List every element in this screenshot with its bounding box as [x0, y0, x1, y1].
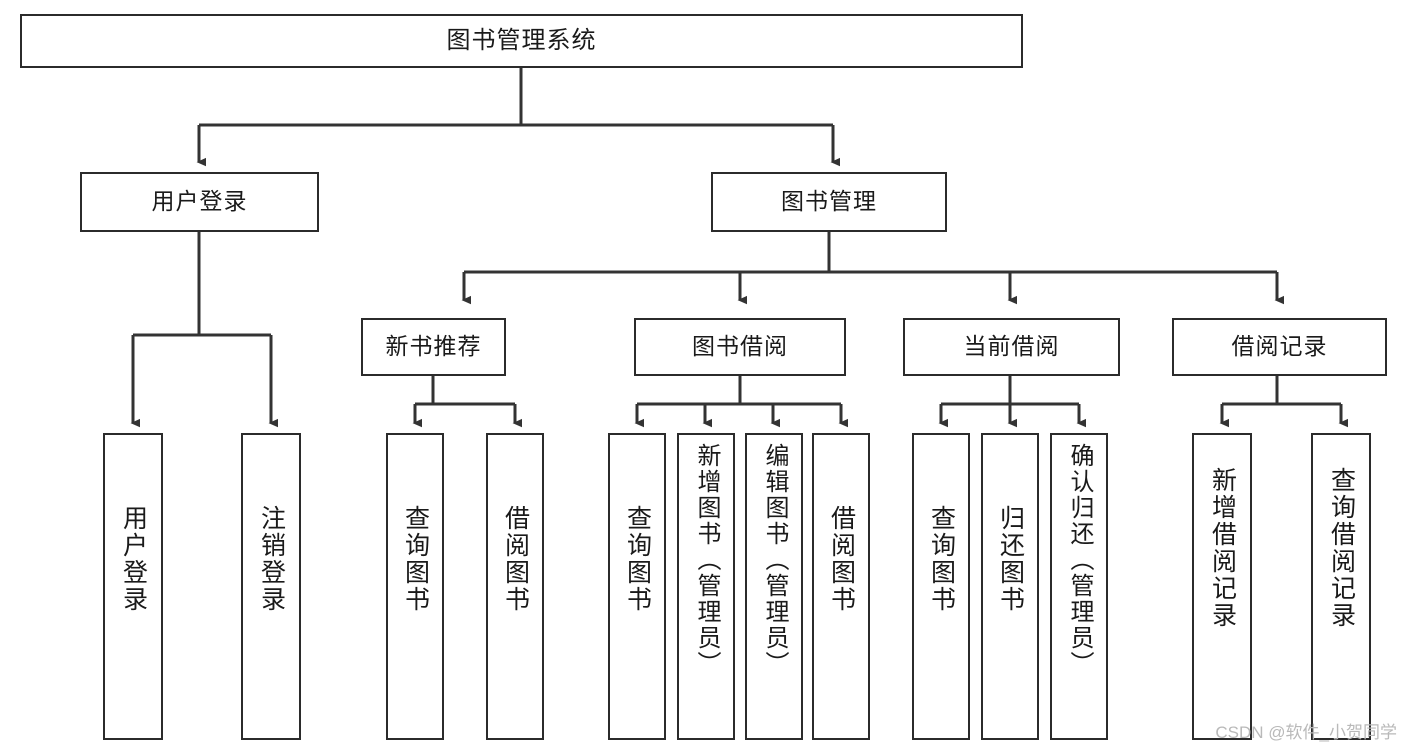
node-label: 用户登录: [151, 188, 248, 215]
leaf-confirm-return[interactable]: 确认归还（管理员）: [1050, 433, 1108, 740]
node-label: 借阅图书: [827, 505, 856, 613]
leaf-query-book-2[interactable]: 查询图书: [608, 433, 666, 740]
node-label: 查询图书: [623, 505, 652, 613]
node-label: 查询图书: [401, 505, 430, 613]
node-root-system[interactable]: 图书管理系统: [20, 14, 1023, 68]
node-label: 借阅图书: [501, 505, 530, 613]
node-book-manage[interactable]: 图书管理: [711, 172, 947, 232]
leaf-logout-login[interactable]: 注销登录: [241, 433, 301, 740]
node-new-book-recommend[interactable]: 新书推荐: [361, 318, 506, 376]
node-user-login[interactable]: 用户登录: [80, 172, 319, 232]
leaf-edit-book[interactable]: 编辑图书（管理员）: [745, 433, 803, 740]
leaf-return-book[interactable]: 归还图书: [981, 433, 1039, 740]
node-label: 借阅记录: [1231, 333, 1328, 360]
node-label: 新书推荐: [385, 333, 482, 360]
leaf-add-book[interactable]: 新增图书（管理员）: [677, 433, 735, 740]
leaf-query-book-3[interactable]: 查询图书: [912, 433, 970, 740]
leaf-query-record[interactable]: 查询借阅记录: [1311, 433, 1371, 740]
leaf-query-book-1[interactable]: 查询图书: [386, 433, 444, 740]
node-label: 图书借阅: [692, 333, 788, 360]
leaf-add-record[interactable]: 新增借阅记录: [1192, 433, 1252, 740]
node-label: 当前借阅: [963, 333, 1060, 360]
node-label: 新增图书（管理员）: [692, 443, 720, 677]
leaf-borrow-book-1[interactable]: 借阅图书: [486, 433, 544, 740]
leaf-user-login[interactable]: 用户登录: [103, 433, 163, 740]
node-label: 注销登录: [257, 505, 286, 613]
node-label: 确认归还（管理员）: [1065, 443, 1093, 677]
csdn-watermark: CSDN @软件_小贺同学: [1215, 723, 1397, 742]
node-label: 查询借阅记录: [1327, 467, 1356, 629]
node-borrow-record[interactable]: 借阅记录: [1172, 318, 1387, 376]
node-label: 用户登录: [119, 505, 148, 613]
node-label: 编辑图书（管理员）: [760, 443, 788, 677]
node-current-borrow[interactable]: 当前借阅: [903, 318, 1120, 376]
node-book-borrow[interactable]: 图书借阅: [634, 318, 846, 376]
node-label: 图书管理: [781, 188, 877, 215]
node-label: 查询图书: [927, 505, 956, 613]
node-label: 归还图书: [996, 505, 1025, 613]
leaf-borrow-book-2[interactable]: 借阅图书: [812, 433, 870, 740]
node-label: 新增借阅记录: [1208, 467, 1237, 629]
node-label: 图书管理系统: [446, 26, 597, 54]
